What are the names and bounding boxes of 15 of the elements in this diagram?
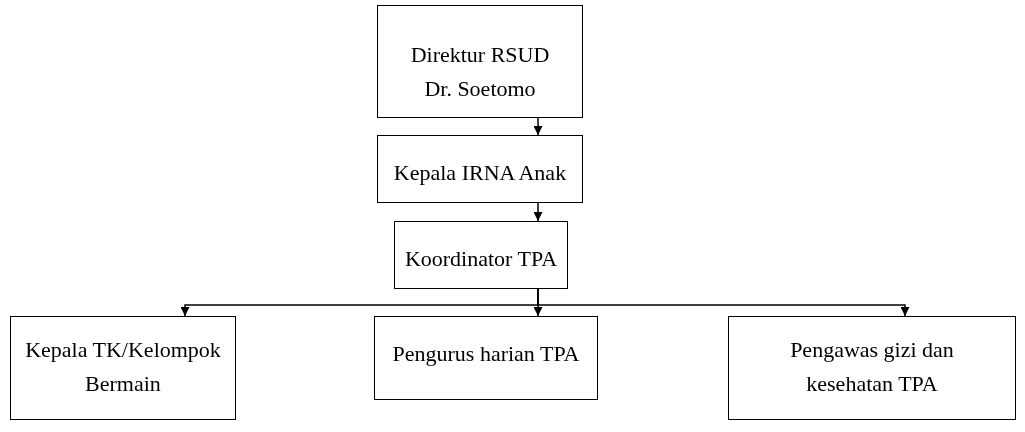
org-box (728, 316, 1016, 420)
role-title: Kepala IRNA Anak (392, 159, 568, 187)
org-box (377, 5, 583, 118)
arrow (533, 117, 543, 136)
arrow (533, 202, 543, 222)
role-title: Pengurus harian TPA (391, 340, 581, 368)
org-box (377, 135, 583, 203)
role-title: Pengawas gizi dan kesehatan TPA (789, 336, 955, 398)
org-box (374, 316, 598, 400)
role-title: Koordinator TPA (403, 245, 559, 273)
org-box (394, 221, 568, 289)
org-box (10, 316, 236, 420)
arrow (537, 288, 910, 317)
role-title: Kepala TK/Kelompok Bermain (24, 336, 222, 398)
role-title: Direktur RSUD Dr. Soetomo (409, 41, 551, 103)
